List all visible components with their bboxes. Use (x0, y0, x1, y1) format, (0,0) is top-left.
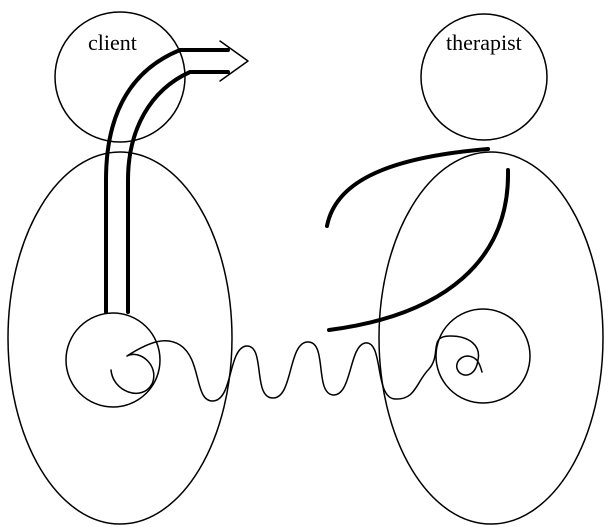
double-line-arrow-icon (106, 41, 248, 312)
therapist-label: therapist (446, 30, 522, 55)
therapist-curves (327, 149, 508, 330)
therapist-body (379, 152, 603, 524)
therapist-figure: therapist (379, 14, 603, 524)
client-body (8, 152, 232, 524)
therapist-inner-circle (436, 309, 530, 403)
client-label: client (88, 30, 137, 55)
therapist-lower-curve (329, 170, 508, 330)
wavy-spiral-line (111, 336, 482, 401)
client-figure: client (8, 12, 232, 524)
arrowhead (220, 41, 248, 81)
